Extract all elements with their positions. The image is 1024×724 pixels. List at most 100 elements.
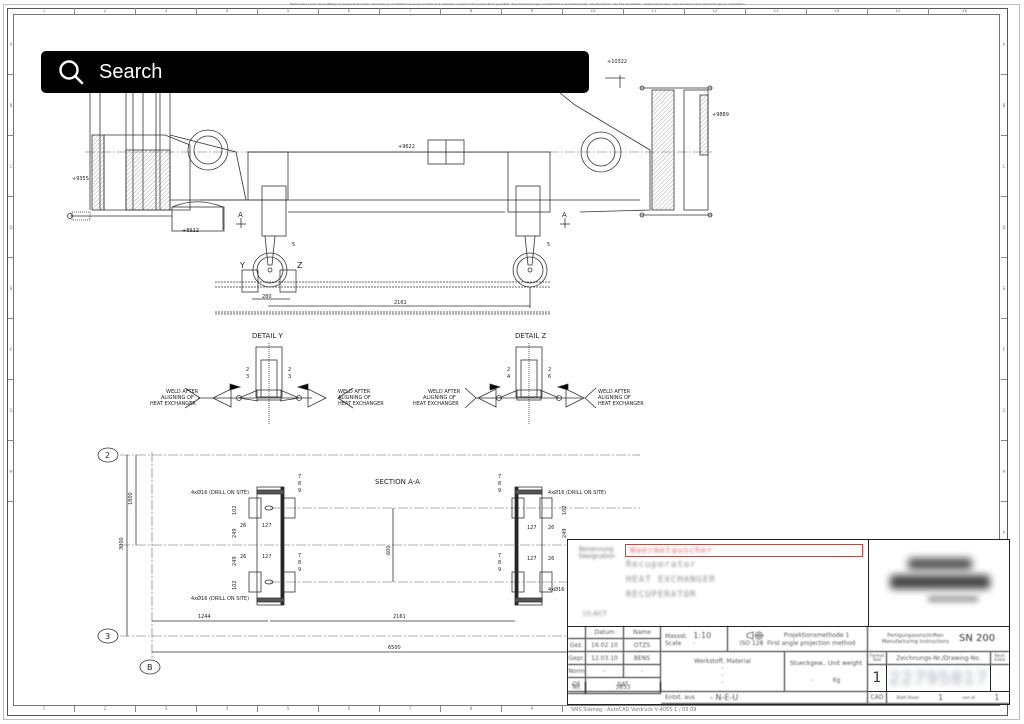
zone-col: 10: [563, 8, 624, 14]
zone-row: B: [1001, 75, 1007, 136]
row-name: -: [624, 665, 661, 678]
search-bar[interactable]: Search: [41, 51, 589, 93]
format-value: 1: [868, 665, 887, 692]
weld-note: ALIGNING OF: [161, 395, 194, 401]
section-aa-title: SECTION A-A: [375, 478, 420, 486]
drawing-no-value: 22795817: [888, 667, 989, 689]
grid-corner: [568, 626, 586, 639]
zone-col: 14: [807, 8, 868, 14]
elevation-label: +10322: [607, 59, 627, 65]
zone-col: 6: [319, 706, 380, 712]
tel-value: 3853: [586, 682, 661, 694]
dimension: 6500: [388, 645, 401, 651]
format-label: Format Size: [868, 652, 887, 665]
zone-columns-bottom: 1 2 3 4 5 6 7 8 9: [14, 706, 1000, 712]
row-label: Gepr.: [568, 652, 586, 665]
weld-note: HEAT EXCHANGER: [338, 401, 384, 407]
search-input-placeholder[interactable]: Search: [99, 60, 163, 83]
zone-col: 9: [502, 706, 563, 712]
zone-col: 1: [14, 8, 75, 14]
grid-bubble-label: B: [147, 663, 153, 672]
projection-de: Projektionsmethode 1: [783, 631, 850, 639]
zone-col: 5: [258, 8, 319, 14]
dimension: 127: [262, 523, 272, 529]
dimension: 2161: [394, 300, 407, 306]
detail-marker: Z: [297, 261, 303, 270]
row-label: Norm: [568, 665, 586, 678]
col-date-header: Datum: [586, 626, 624, 639]
zone-col: 16: [961, 8, 968, 13]
dimension: 3000: [119, 537, 125, 550]
detail-marker: Y: [239, 261, 245, 270]
weight-cell: Stueckgew., Unit weight - Kg: [785, 652, 868, 692]
drill-note: 4xØ16: [548, 586, 564, 593]
material-cell: Werkstoff, Material - - -: [661, 652, 785, 692]
scale-sub: -: [692, 639, 695, 647]
weld-note: WELD AFTER: [428, 389, 461, 395]
of-label: von of: [962, 695, 975, 700]
scale-label-de: Massst.: [665, 632, 688, 640]
item-number: 2: [507, 367, 510, 373]
material-value: -: [721, 678, 724, 686]
row-name: OTZS: [624, 639, 661, 652]
sheet-label: Blatt Sheet: [896, 695, 919, 700]
manufacturing-cell: Fertigungsvorschriften Manufacturing Ins…: [868, 626, 1009, 652]
weld-note: HEAT EXCHANGER: [150, 401, 196, 407]
item-number: 9: [498, 567, 501, 573]
item-number: 7: [298, 474, 301, 480]
mfg-de: Fertigungsvorschriften: [887, 632, 944, 639]
dimension: 127: [527, 525, 537, 531]
highlighted-title-box[interactable]: Waermetauscher: [625, 544, 863, 557]
zone-col: 7: [380, 8, 441, 14]
zone-col: 8: [441, 8, 502, 14]
sheet-cell: Blatt Sheet 1 von of 1: [887, 692, 1009, 704]
zone-col: 3: [136, 8, 197, 14]
weld-note: ALIGNING OF: [338, 395, 371, 401]
designation-label-en: Designation: [579, 553, 615, 560]
index-label: Aend. Index: [991, 652, 1009, 665]
dimension: 102: [232, 580, 238, 590]
item-number: 2: [288, 367, 291, 373]
zone-columns-top: 1 2 3 4 5 6 7 8 9 10 11 12 13 14 15 16: [14, 8, 1000, 14]
zone-row: A: [8, 14, 14, 75]
item-number: 5: [292, 242, 295, 248]
zone-row: H: [1001, 441, 1007, 502]
detail-z-title: DETAIL Z: [515, 332, 547, 340]
dimension: 26: [240, 554, 246, 560]
title-block: Benennung Designation Waermetauscher Rec…: [567, 539, 1010, 705]
zone-row: E: [1001, 258, 1007, 319]
weight-value: -: [811, 676, 814, 684]
zone-row: F: [8, 319, 14, 380]
zone-col: 13: [746, 8, 807, 14]
section-aa-view: [97, 447, 640, 675]
derived-cell: Entst. aus - N-E-U: [661, 692, 868, 704]
weld-note: WELD AFTER: [338, 389, 371, 395]
index-value-cell: -: [991, 665, 1009, 692]
row-date: 16.02.10: [586, 639, 624, 652]
title-line: HEAT EXCHANGER: [626, 575, 716, 585]
weld-note: ALIGNING OF: [598, 395, 631, 401]
dimension: 102: [232, 505, 238, 515]
title-block-description: Benennung Designation Waermetauscher Rec…: [568, 540, 869, 626]
projection-en: First angle projection method: [767, 639, 856, 647]
section-marker: A: [562, 211, 567, 219]
dimension: 26: [548, 556, 554, 562]
title-highlighted: Waermetauscher: [630, 546, 713, 556]
search-icon: [59, 60, 84, 85]
elevation-label: +8922: [182, 228, 199, 234]
first-angle-projection-icon: [746, 630, 764, 640]
zone-row: C: [8, 136, 14, 197]
item-number: 2: [246, 367, 249, 373]
title-line: Recuperator: [626, 560, 697, 570]
item-number: 2: [548, 367, 551, 373]
item-number: 7: [298, 553, 301, 559]
row-date: 12.03.10: [586, 652, 624, 665]
projection-iso: ISO 128: [739, 639, 764, 647]
zone-col: 3: [136, 706, 197, 712]
scale-label-en: Scale: [665, 639, 682, 647]
elevation-label: +9355: [72, 176, 89, 182]
detail-y-title: DETAIL Y: [252, 332, 284, 340]
section-marker: A: [238, 211, 243, 219]
dimension: 249: [562, 528, 568, 538]
dimension: 280: [262, 294, 272, 300]
